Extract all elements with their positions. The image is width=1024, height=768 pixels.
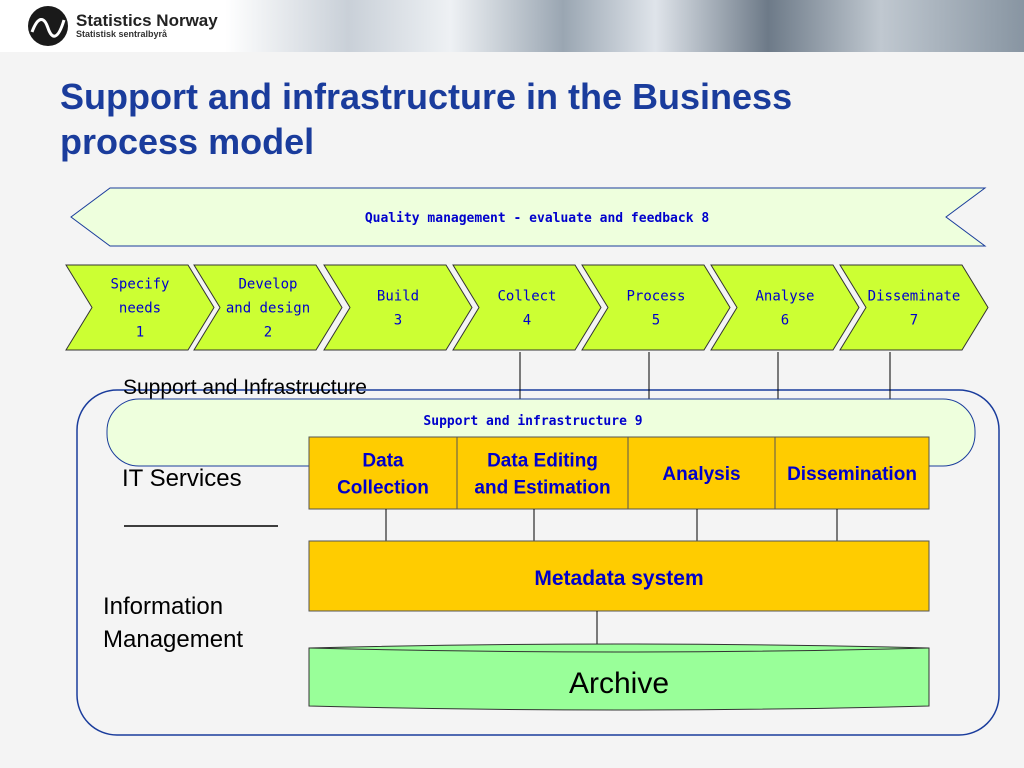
archive-label: Archive bbox=[569, 667, 669, 700]
phase-chevron-1 bbox=[65, 264, 215, 351]
logo-wave-icon bbox=[28, 6, 68, 46]
phase-4-line-2: 4 bbox=[523, 313, 531, 329]
infrastructure-frame bbox=[76, 389, 1000, 736]
it-service-1-line-1: Data bbox=[362, 451, 404, 472]
brand-name: Statistics Norway bbox=[76, 11, 218, 31]
page-title-line-1: Support and infrastructure in the Busine… bbox=[60, 76, 793, 117]
statistics-norway-logo: Statistics Norway Statistisk sentralbyrå bbox=[22, 2, 226, 50]
it-service-box-1 bbox=[308, 436, 458, 510]
archive-cylinder bbox=[308, 643, 930, 711]
it-service-box-2 bbox=[456, 436, 629, 510]
it-service-box-4 bbox=[774, 436, 930, 510]
phase-chevron-5 bbox=[581, 264, 731, 351]
quality-management-label: Quality management - evaluate and feedba… bbox=[365, 211, 710, 226]
phase-1-line-1: Specify bbox=[110, 277, 169, 293]
phase-chevrons: Specify needs 1 Develop and design 2 Build 3 Col… bbox=[65, 264, 989, 351]
phase-3-line-1: Build bbox=[377, 289, 419, 305]
phase-1-line-3: 1 bbox=[136, 325, 144, 341]
phase-2-line-2: and design bbox=[226, 301, 310, 317]
support-heading: Support and Infrastructure bbox=[123, 376, 367, 399]
it-service-2-line-2: and Estimation bbox=[474, 478, 610, 499]
page-title-line-2: process model bbox=[60, 121, 315, 162]
it-service-1-line-2: Collection bbox=[337, 478, 429, 499]
phase-chevron-3 bbox=[323, 264, 473, 351]
metadata-system-box bbox=[308, 540, 930, 612]
phase-4-line-1: Collect bbox=[497, 289, 556, 305]
it-service-4-line-1: Dissemination bbox=[787, 464, 917, 485]
phase-chevron-4 bbox=[452, 264, 602, 351]
phase-chevron-7 bbox=[839, 264, 989, 351]
phase-7-line-2: 7 bbox=[910, 313, 918, 329]
phase-2-line-3: 2 bbox=[264, 325, 272, 341]
quality-management-banner bbox=[70, 187, 987, 247]
information-management-line-1: Information bbox=[103, 593, 224, 620]
phase-3-line-2: 3 bbox=[394, 313, 402, 329]
archive-cylinder-top bbox=[308, 647, 930, 653]
it-service-2-line-1: Data Editing bbox=[487, 451, 598, 472]
phase-5-line-2: 5 bbox=[652, 313, 660, 329]
phase-6-line-1: Analyse bbox=[755, 289, 814, 305]
it-service-3-line-1: Analysis bbox=[662, 464, 740, 485]
phase-5-line-1: Process bbox=[626, 289, 685, 305]
phase-7-line-1: Disseminate bbox=[868, 289, 961, 305]
metadata-system-label: Metadata system bbox=[534, 567, 703, 590]
information-management-line-2: Management bbox=[103, 626, 244, 653]
phase-chevron-6 bbox=[710, 264, 860, 351]
page-title: Support and infrastructure in the Busine… bbox=[60, 74, 960, 164]
brand-subtitle: Statistisk sentralbyrå bbox=[76, 29, 168, 40]
phase-chevron-2 bbox=[193, 264, 343, 351]
phase-6-line-2: 6 bbox=[781, 313, 789, 329]
it-service-box-3 bbox=[627, 436, 776, 510]
information-management-label: Information Management bbox=[103, 590, 243, 656]
support-infrastructure-pill-label: Support and infrastructure 9 bbox=[423, 414, 642, 429]
it-services-label: IT Services bbox=[122, 465, 242, 492]
phase-2-line-1: Develop bbox=[238, 277, 297, 293]
phase-1-line-2: needs bbox=[119, 301, 161, 317]
